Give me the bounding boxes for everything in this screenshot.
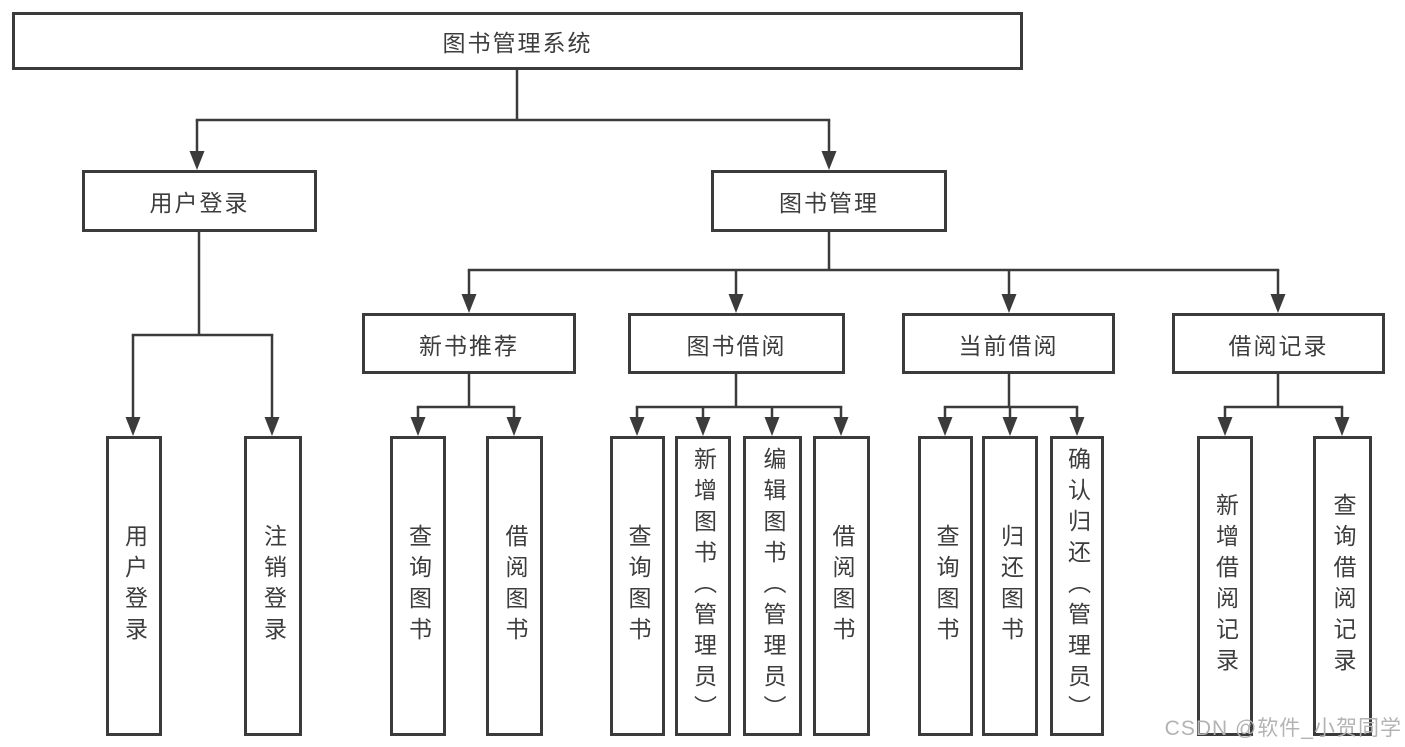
leaf-borrow-books-label: 借阅图书 <box>829 524 855 648</box>
node-new-book-recommend-label: 新书推荐 <box>419 332 519 359</box>
connector-current-borrow-to-leaves <box>937 374 1085 436</box>
leaf-logout-label: 注销登录 <box>260 524 287 648</box>
csdn-watermark: CSDN @软件_小贺同学 <box>1164 717 1402 740</box>
node-new-book-recommend: 新书推荐 <box>362 313 576 374</box>
node-library-system: 图书管理系统 <box>12 12 1023 70</box>
leaf-edit-book-admin-label: 编辑图书（管理员） <box>760 446 786 726</box>
node-borrow-records: 借阅记录 <box>1172 313 1385 374</box>
leaf-borrow-books: 借阅图书 <box>813 436 870 736</box>
leaf-logout: 注销登录 <box>244 436 302 736</box>
leaf-borrow-books-recommend: 借阅图书 <box>486 436 543 736</box>
node-book-borrow-label: 图书借阅 <box>686 332 787 359</box>
leaf-add-book-admin: 新增图书（管理员） <box>675 436 731 736</box>
leaf-query-books-borrow-label: 查询图书 <box>625 524 651 648</box>
connector-user-login-to-leaves <box>125 232 280 436</box>
leaf-query-borrow-record: 查询借阅记录 <box>1313 436 1372 736</box>
leaf-query-borrow-record-label: 查询借阅记录 <box>1330 493 1356 679</box>
leaf-user-login: 用户登录 <box>106 436 162 736</box>
node-book-borrow: 图书借阅 <box>628 313 845 374</box>
leaf-query-books-borrow: 查询图书 <box>610 436 665 736</box>
node-book-management: 图书管理 <box>711 170 947 232</box>
leaf-borrow-books-recommend-label: 借阅图书 <box>502 524 528 648</box>
node-library-system-label: 图书管理系统 <box>442 30 593 56</box>
leaf-query-books-current: 查询图书 <box>918 436 973 736</box>
connector-book-borrow-to-leaves <box>629 374 849 436</box>
leaf-query-books-current-label: 查询图书 <box>933 524 959 648</box>
leaf-return-books-label: 归还图书 <box>997 524 1024 648</box>
leaf-user-login-label: 用户登录 <box>121 524 148 648</box>
connector-book-management-to-level3 <box>461 232 1286 313</box>
connector-new-book-recommend-to-leaves <box>410 374 522 436</box>
connector-root-to-level2 <box>189 70 837 170</box>
leaf-add-book-admin-label: 新增图书（管理员） <box>690 446 717 726</box>
node-borrow-records-label: 借阅记录 <box>1228 332 1329 359</box>
node-user-login-label: 用户登录 <box>149 190 250 216</box>
leaf-query-books-recommend: 查询图书 <box>390 436 446 736</box>
node-book-management-label: 图书管理 <box>779 190 879 216</box>
node-current-borrow: 当前借阅 <box>902 313 1115 374</box>
node-current-borrow-label: 当前借阅 <box>958 332 1059 359</box>
leaf-query-books-recommend-label: 查询图书 <box>405 524 432 648</box>
leaf-add-borrow-record: 新增借阅记录 <box>1197 436 1253 736</box>
node-user-login: 用户登录 <box>82 170 317 232</box>
leaf-add-borrow-record-label: 新增借阅记录 <box>1212 493 1239 679</box>
connector-borrow-records-to-leaves <box>1217 374 1350 436</box>
leaf-return-books: 归还图书 <box>982 436 1038 736</box>
leaf-edit-book-admin: 编辑图书（管理员） <box>743 436 802 736</box>
leaf-confirm-return-admin: 确认归还（管理员） <box>1050 436 1104 736</box>
leaf-confirm-return-admin-label: 确认归还（管理员） <box>1064 446 1091 726</box>
